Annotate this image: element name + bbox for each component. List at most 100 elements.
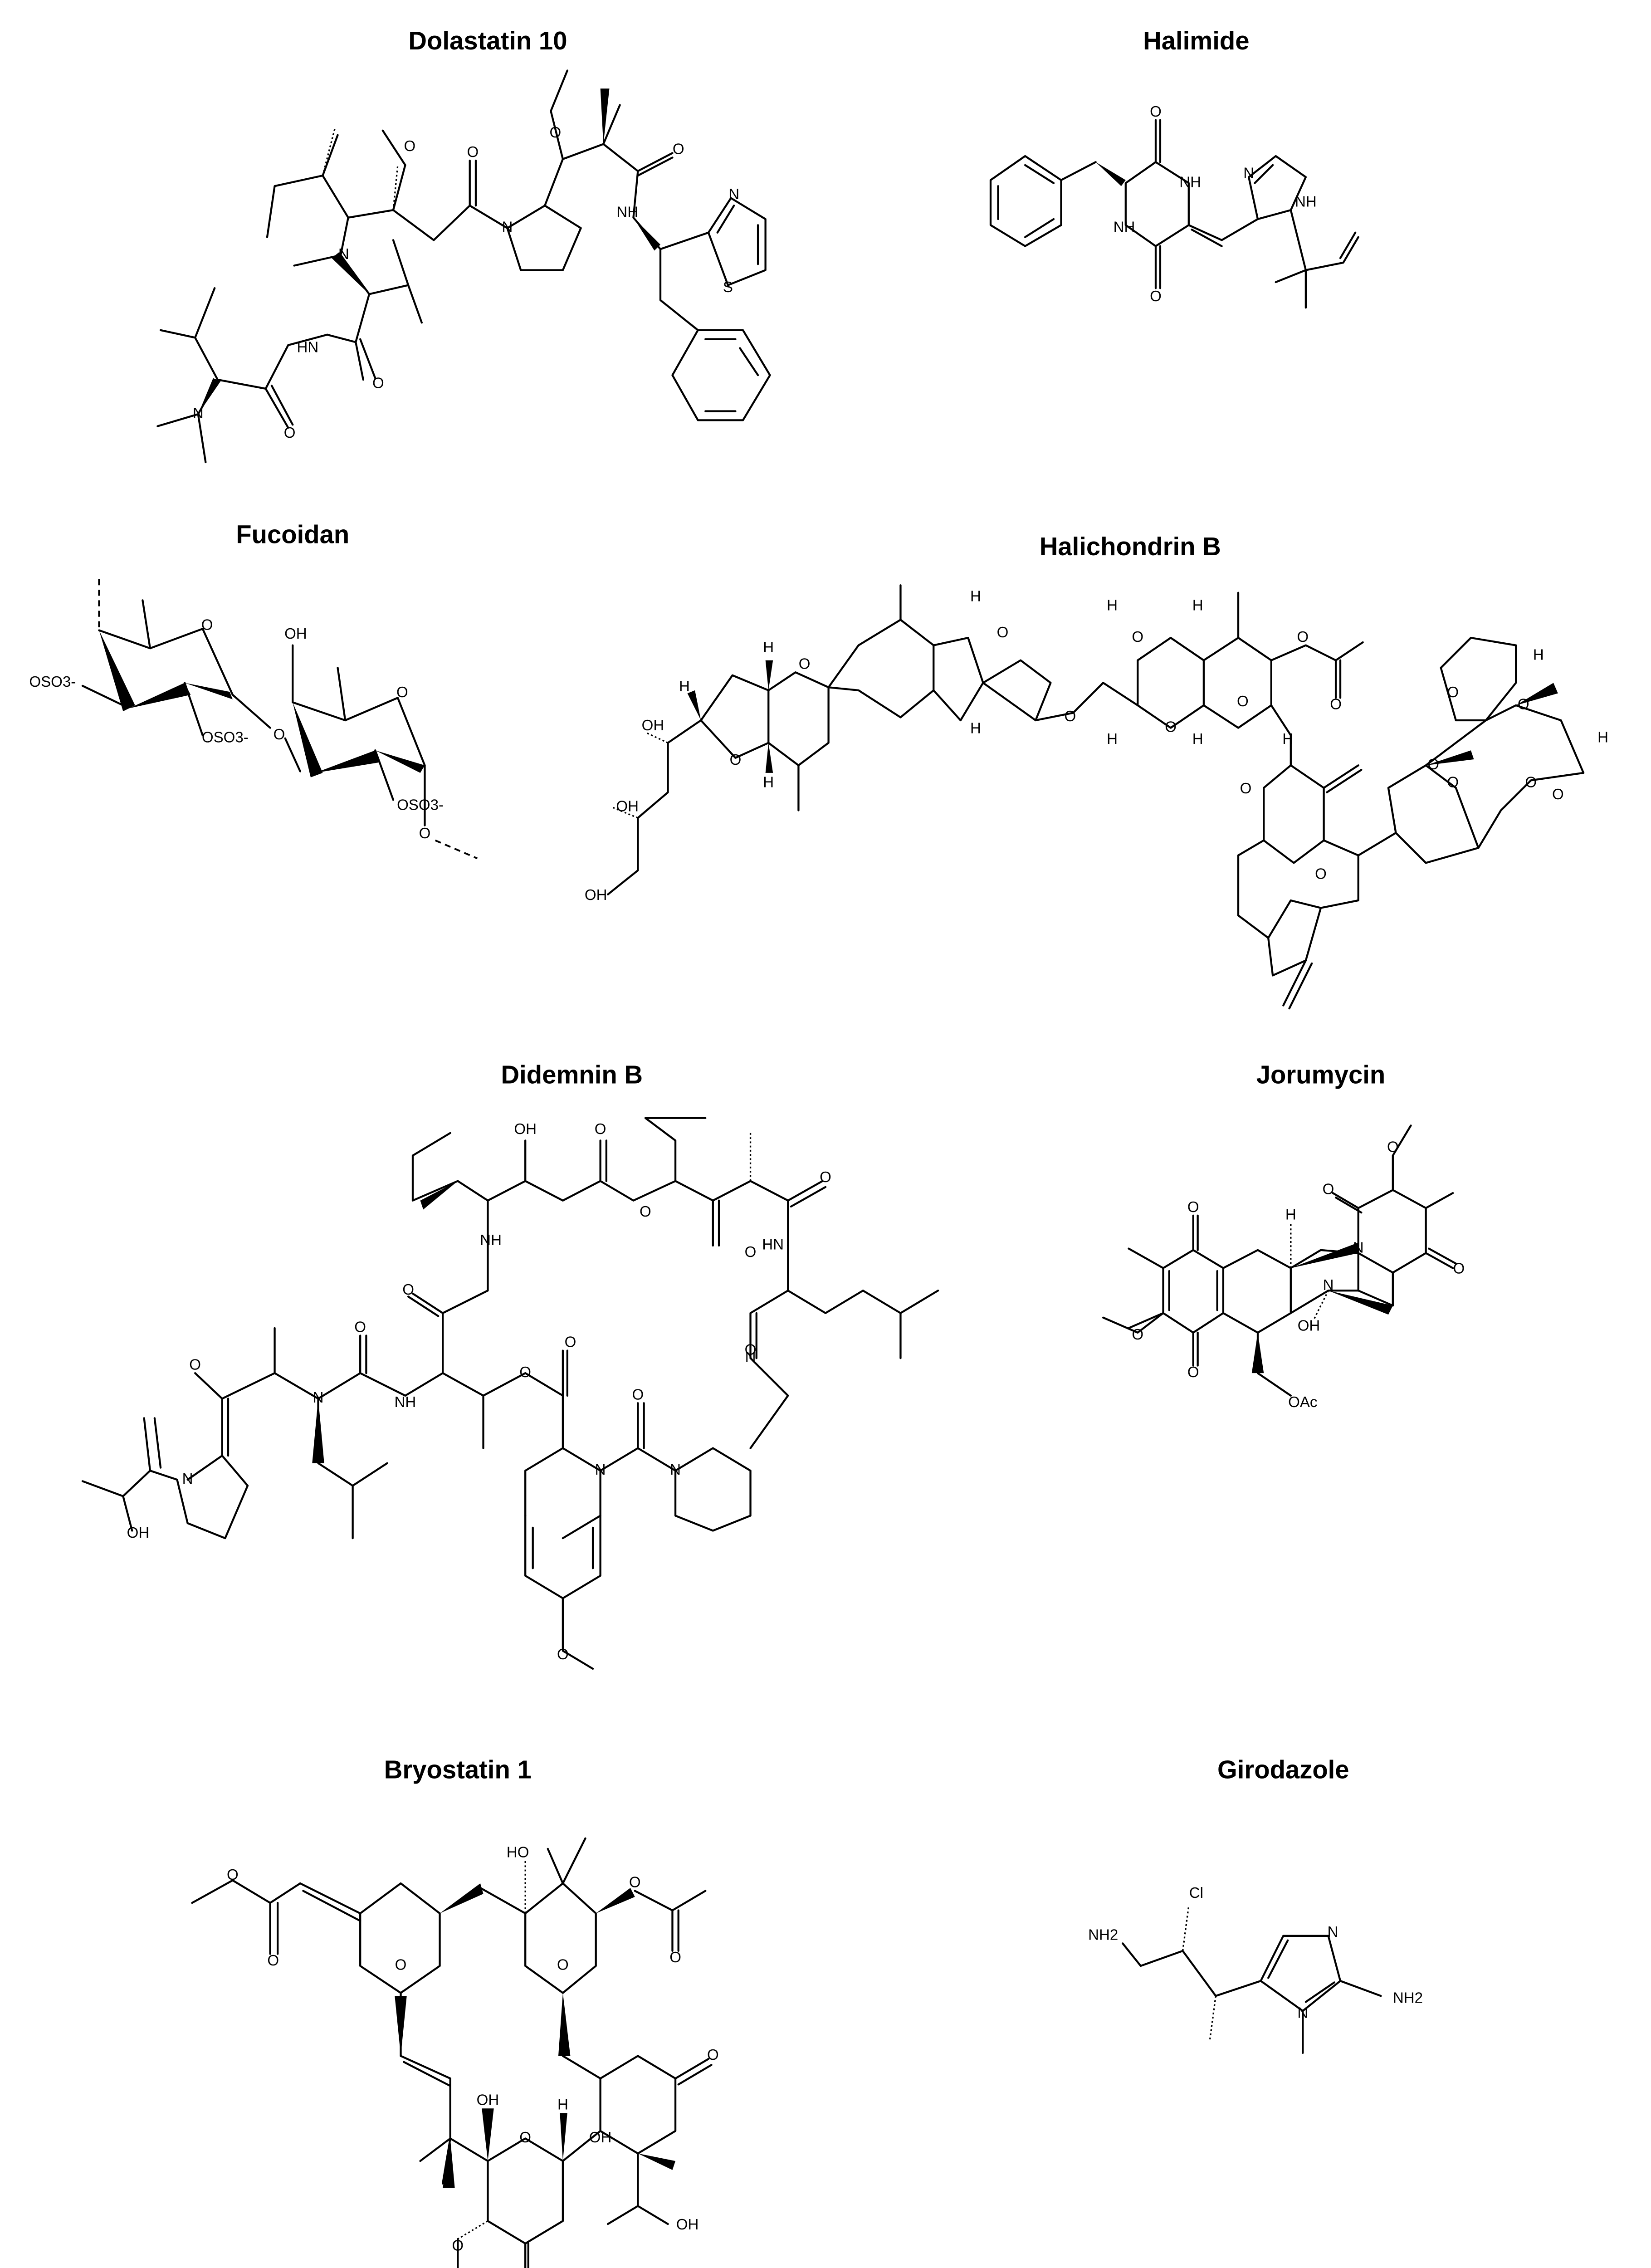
svg-text:N: N (193, 405, 204, 422)
svg-text:OH: OH (284, 626, 307, 642)
svg-text:NH2: NH2 (1088, 1927, 1118, 1944)
panel-halichondrin-b: Halichondrin B (585, 532, 1608, 1010)
svg-text:N: N (670, 1461, 681, 1478)
svg-text:OSO3-: OSO3- (397, 797, 444, 813)
svg-text:Cl: Cl (1189, 1885, 1203, 1901)
fucoidan-structure (81, 579, 478, 860)
didemnin-b-structure (81, 1117, 939, 1670)
panel-jorumycin: Jorumycin O O O O O O H N N (1102, 1061, 1465, 1411)
svg-text:O: O (1150, 103, 1162, 120)
panel-fucoidan: Fucoidan OSO3- O OSO3- O OH O OSO3- O (29, 520, 478, 860)
svg-text:OH: OH (127, 1525, 150, 1541)
svg-text:O: O (402, 1281, 414, 1298)
svg-text:O: O (201, 616, 213, 633)
svg-text:HN: HN (297, 339, 318, 356)
svg-text:H: H (1597, 729, 1608, 746)
svg-text:OH: OH (514, 1121, 537, 1138)
svg-text:O: O (519, 1364, 531, 1381)
dolastatin-10-structure (156, 69, 771, 464)
bryostatin-1-atom-labels: O O O HO O O O O OH H O OH OH O O O O (227, 1844, 719, 2254)
svg-text:OH: OH (676, 2216, 699, 2233)
halichondrin-b-structure (607, 584, 1585, 1010)
svg-text:O: O (1065, 708, 1076, 725)
svg-text:O: O (1447, 684, 1459, 701)
panel-title: Girodazole (1217, 1755, 1349, 1784)
svg-text:H: H (1533, 646, 1544, 663)
svg-text:O: O (1150, 288, 1162, 305)
svg-text:O: O (745, 1341, 757, 1358)
girodazole-structure (1122, 1906, 1382, 2054)
svg-text:O: O (274, 726, 285, 743)
svg-text:O: O (799, 655, 811, 672)
svg-text:N: N (1243, 165, 1254, 182)
svg-text:N: N (1328, 1924, 1338, 1941)
panel-title: Bryostatin 1 (384, 1755, 532, 1784)
girodazole-atom-labels: Cl NH2 N N NH2 (1088, 1885, 1423, 2022)
panel-dolastatin-10: Dolastatin 10 (156, 26, 771, 464)
panel-halimide: Halimide O NH NH O N NH (989, 26, 1359, 309)
panel-bryostatin-1: Bryostatin 1 (191, 1755, 719, 2268)
svg-text:O: O (632, 1387, 644, 1403)
svg-text:O: O (1315, 866, 1327, 883)
svg-text:O: O (396, 684, 408, 701)
svg-text:N: N (338, 246, 349, 263)
svg-text:O: O (673, 141, 684, 158)
svg-text:O: O (730, 752, 742, 768)
svg-text:O: O (284, 425, 296, 441)
svg-text:H: H (1107, 731, 1118, 748)
svg-text:OH: OH (1298, 1317, 1320, 1334)
svg-text:S: S (723, 279, 733, 296)
halimide-structure (989, 119, 1359, 309)
svg-text:O: O (372, 375, 384, 392)
svg-text:O: O (707, 2047, 719, 2063)
svg-text:O: O (640, 1203, 651, 1220)
jorumycin-structure (1102, 1124, 1457, 1397)
panel-girodazole: Girodazole Cl NH2 N N NH2 (1088, 1755, 1423, 2054)
panel-title: Jorumycin (1256, 1061, 1385, 1089)
svg-text:H: H (1285, 1207, 1296, 1223)
svg-text:NH: NH (1295, 193, 1317, 210)
svg-text:N: N (728, 186, 739, 203)
svg-text:H: H (1192, 731, 1203, 748)
svg-text:OAc: OAc (1288, 1394, 1317, 1411)
svg-text:H: H (1192, 597, 1203, 614)
svg-text:O: O (557, 1646, 569, 1663)
svg-text:N: N (1353, 1239, 1364, 1256)
svg-text:N: N (595, 1461, 606, 1478)
svg-text:O: O (189, 1356, 201, 1373)
svg-text:NH: NH (395, 1394, 416, 1411)
svg-text:O: O (557, 1957, 569, 1974)
svg-text:O: O (267, 1952, 279, 1969)
svg-text:O: O (395, 1957, 407, 1974)
svg-text:O: O (565, 1334, 576, 1351)
svg-text:O: O (227, 1867, 239, 1883)
svg-text:H: H (679, 678, 690, 695)
svg-text:HN: HN (762, 1237, 784, 1253)
svg-text:OH: OH (642, 717, 664, 734)
bryostatin-1-structure (191, 1837, 713, 2268)
svg-text:NH2: NH2 (1393, 1990, 1423, 2007)
svg-text:O: O (629, 1874, 641, 1891)
svg-text:O: O (467, 144, 479, 161)
svg-text:O: O (452, 2237, 464, 2254)
svg-text:NH: NH (480, 1232, 502, 1249)
svg-text:O: O (1518, 696, 1529, 713)
svg-text:O: O (745, 1244, 757, 1261)
svg-text:O: O (1453, 1261, 1465, 1277)
svg-text:O: O (1240, 780, 1252, 797)
svg-text:N: N (182, 1471, 193, 1487)
svg-text:OH: OH (477, 2092, 499, 2108)
svg-text:O: O (1132, 629, 1143, 645)
svg-text:O: O (1387, 1139, 1399, 1156)
panel-title: Halichondrin B (1040, 532, 1221, 561)
svg-text:O: O (1237, 693, 1249, 710)
svg-text:N: N (313, 1389, 324, 1406)
svg-text:O: O (669, 1949, 681, 1966)
svg-text:H: H (557, 2096, 568, 2113)
svg-text:O: O (1323, 1181, 1334, 1198)
didemnin-b-atom-labels: OH O O O O NH O HN O N O O O N O N NH O … (127, 1121, 831, 1663)
svg-text:OH: OH (589, 2129, 612, 2146)
svg-text:O: O (1187, 1364, 1199, 1381)
svg-text:O: O (404, 138, 416, 155)
